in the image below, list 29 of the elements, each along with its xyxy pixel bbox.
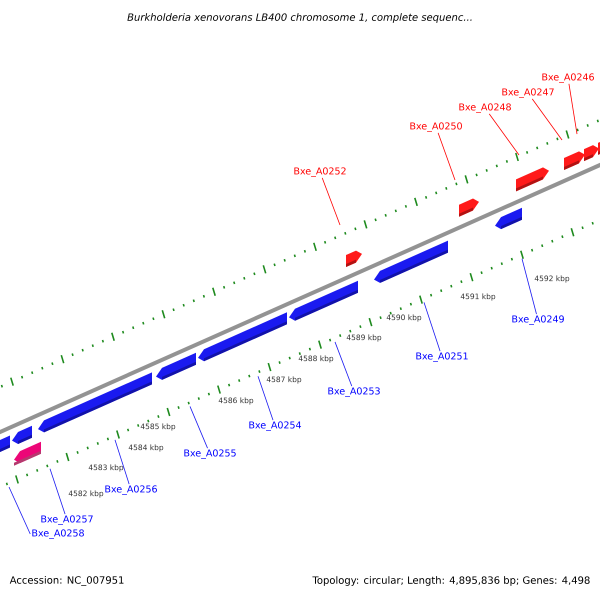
leader-line [8, 486, 31, 534]
leader-line [322, 177, 340, 226]
leader-line [114, 439, 130, 485]
leader-line [424, 302, 440, 352]
accession-text: Accession: NC_007951 [10, 576, 124, 586]
leader-line [50, 468, 66, 515]
gene-label: Bxe_A0255 [184, 449, 236, 459]
leader-line [488, 113, 520, 156]
leader-line [438, 132, 456, 180]
gene-label: Bxe_A0249 [512, 315, 564, 325]
gene-label: Bxe_A0254 [249, 421, 302, 431]
gene-label: Bxe_A0247 [502, 88, 554, 98]
gene-label: Bxe_A0257 [41, 515, 93, 525]
title: Burkholderia xenovorans LB400 chromosome 1, complete sequenc... [127, 13, 472, 23]
gene-label: Bxe_A0252 [294, 167, 346, 177]
gene-label: Bxe_A0251 [416, 352, 468, 362]
genome-info-text: Topology: circular; Length: 4,895,836 bp; Genes: 4,498 [312, 576, 590, 586]
leader-line [334, 342, 352, 387]
leader-line [522, 258, 537, 315]
leader-line [532, 98, 562, 140]
leader-line [190, 406, 208, 449]
gene-label: Bxe_A0256 [105, 485, 157, 495]
gene-label: Bxe_A0248 [459, 103, 511, 113]
gene-label: Bxe_A0246 [542, 73, 594, 83]
leader-line [258, 376, 274, 421]
leader-line [568, 83, 578, 134]
gene-label: Bxe_A0250 [410, 122, 462, 132]
gene-label: Bxe_A0258 [32, 529, 84, 539]
gene-label: Bxe_A0253 [328, 387, 380, 397]
